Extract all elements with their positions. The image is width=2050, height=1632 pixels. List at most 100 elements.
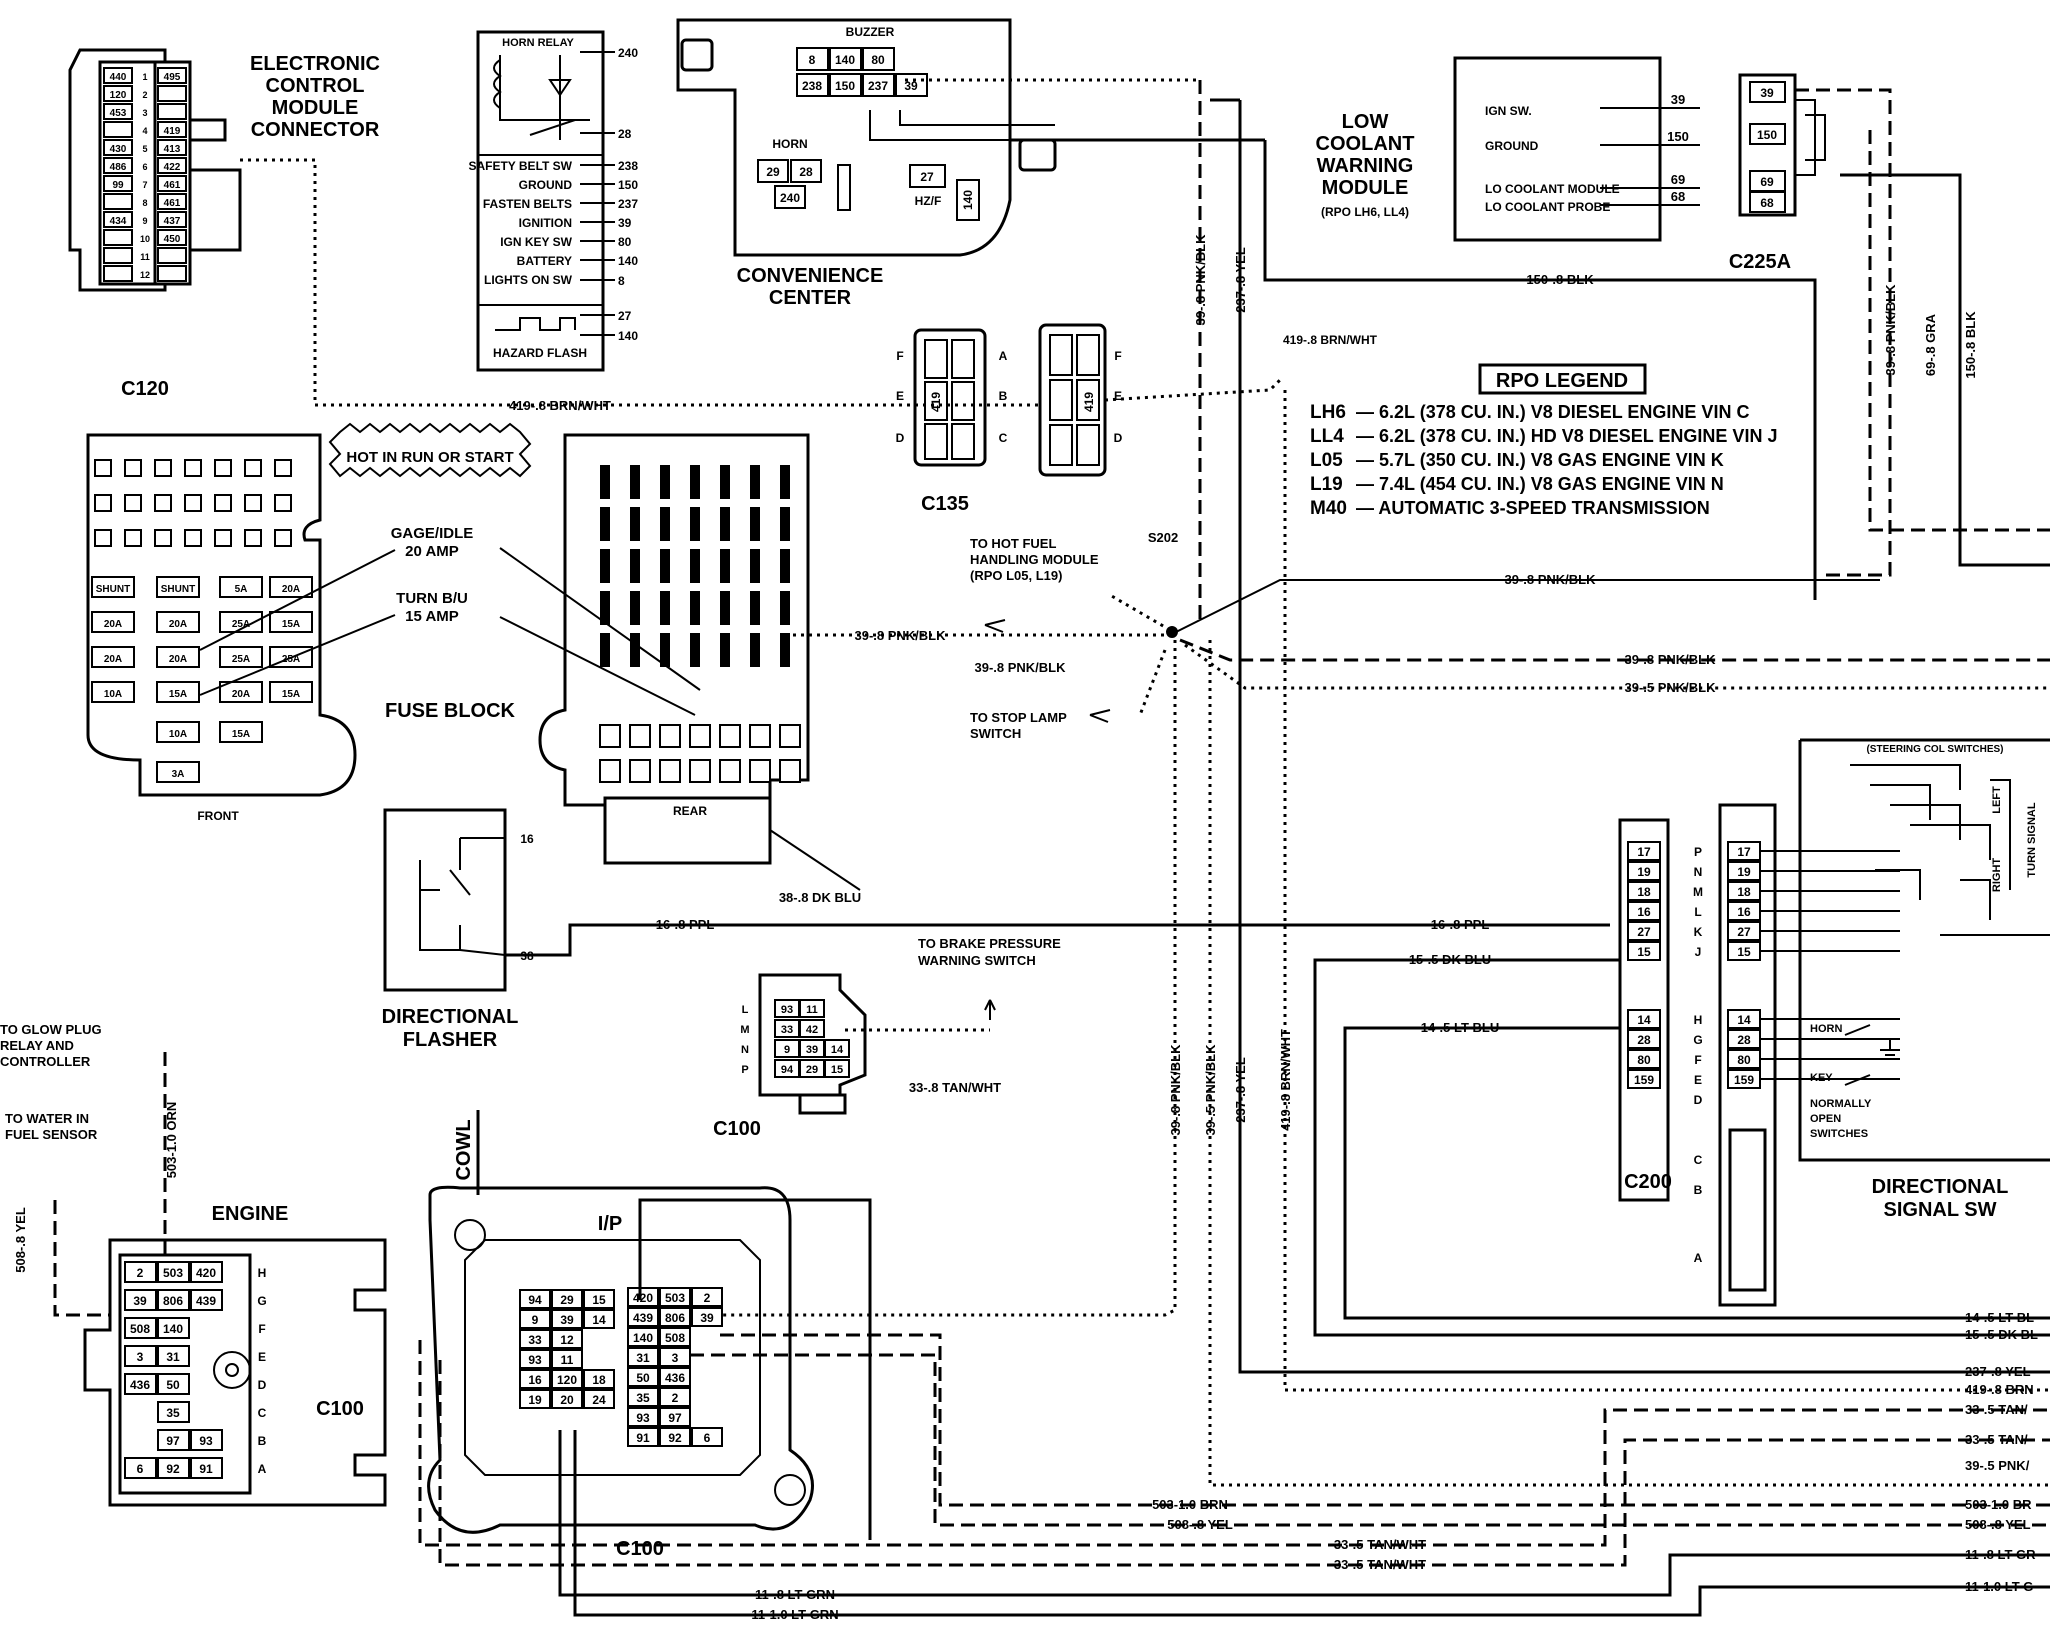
svg-text:39-.8 PNK/BLK: 39-.8 PNK/BLK bbox=[1624, 652, 1716, 667]
svg-text:419: 419 bbox=[929, 392, 943, 412]
fuse-terminal bbox=[600, 465, 610, 499]
svg-text:LO COOLANT PROBE: LO COOLANT PROBE bbox=[1485, 200, 1610, 214]
pin-cell bbox=[689, 759, 711, 783]
pin-label: 15A bbox=[169, 689, 187, 700]
pin-cell bbox=[689, 724, 711, 748]
pin-label: 35 bbox=[166, 1406, 180, 1420]
svg-text:MODULE: MODULE bbox=[272, 97, 359, 119]
svg-text:69-.8 GRA: 69-.8 GRA bbox=[1923, 313, 1938, 376]
pin-cell bbox=[796, 73, 829, 97]
pin-label: 80 bbox=[618, 235, 632, 249]
pin-cell bbox=[124, 459, 142, 477]
svg-text:11-.8 LT GRN: 11-.8 LT GRN bbox=[755, 1587, 835, 1602]
pin-label: 20A bbox=[104, 619, 122, 630]
pin-cell bbox=[519, 1329, 551, 1349]
svg-text:E: E bbox=[1114, 389, 1122, 403]
pin-label: 39 bbox=[560, 1313, 574, 1327]
pin-label: 420 bbox=[633, 1291, 653, 1305]
pin-label: 508 bbox=[665, 1331, 685, 1345]
pin-cell bbox=[895, 73, 928, 97]
fuse-terminal bbox=[660, 465, 670, 499]
pin-cell bbox=[103, 193, 133, 210]
svg-text:C225A: C225A bbox=[1729, 251, 1791, 273]
svg-text:237-.8 YEL: 237-.8 YEL bbox=[1965, 1364, 2031, 1379]
pin-label: 92 bbox=[668, 1431, 682, 1445]
svg-text:CONVENIENCE: CONVENIENCE bbox=[737, 265, 884, 287]
pin-cell bbox=[157, 1289, 190, 1311]
pin-label: 29 bbox=[806, 1064, 818, 1076]
pin-label: 94 bbox=[781, 1064, 794, 1076]
pin-label: M bbox=[1693, 885, 1703, 899]
pin-label: 99 bbox=[112, 180, 124, 191]
pin-label: 19 bbox=[528, 1393, 542, 1407]
pin-label: L bbox=[1694, 905, 1701, 919]
pin-label: 25A bbox=[282, 654, 300, 665]
svg-text:— 6.2L (378 CU. IN.) HD V8 DIE: — 6.2L (378 CU. IN.) HD V8 DIESEL ENGINE… bbox=[1356, 426, 1777, 446]
svg-text:150-.8 BLK: 150-.8 BLK bbox=[1963, 311, 1978, 379]
ecm-title: ELECTRONIC CONTROL MODULE CONNECTOR bbox=[250, 53, 380, 141]
svg-text:LL4: LL4 bbox=[1310, 426, 1344, 447]
pin-label: 80 bbox=[1637, 1053, 1651, 1067]
svg-text:LOW: LOW bbox=[1342, 111, 1389, 133]
pin-cell bbox=[274, 494, 292, 512]
svg-text:LO COOLANT MODULE: LO COOLANT MODULE bbox=[1485, 182, 1620, 196]
pin-label: L bbox=[742, 1004, 749, 1016]
pin-label: 29 bbox=[766, 165, 780, 179]
svg-text:TO WATER IN: TO WATER IN bbox=[5, 1111, 89, 1126]
pin-cell bbox=[627, 1387, 659, 1407]
pin-cell bbox=[659, 1367, 691, 1387]
pin-cell bbox=[799, 1019, 825, 1038]
svg-text:33-.5 TAN/WHT: 33-.5 TAN/WHT bbox=[1334, 1537, 1426, 1552]
pin-label: 238 bbox=[618, 159, 638, 173]
pin-label: 140 bbox=[633, 1331, 653, 1345]
pin-cell bbox=[796, 47, 829, 71]
pin-label: 28 bbox=[1737, 1033, 1751, 1047]
pin-label: 240 bbox=[780, 191, 800, 205]
pin-label: 3 bbox=[137, 1350, 144, 1364]
pin-cell bbox=[156, 576, 200, 598]
pin-label: 20A bbox=[169, 619, 187, 630]
pin-cell bbox=[103, 67, 133, 84]
pin-label: 39 bbox=[806, 1044, 818, 1056]
pin-label: M bbox=[740, 1024, 749, 1036]
pin-label: D bbox=[258, 1378, 267, 1392]
pin-cell bbox=[274, 529, 292, 547]
directional-signal-switch: (STEERING COL SWITCHES) LEFT RIGHT TURN … bbox=[1798, 738, 2050, 1221]
pin-label: 15A bbox=[282, 619, 300, 630]
pin-cell bbox=[691, 1287, 723, 1307]
pin-cell bbox=[583, 1289, 615, 1309]
pin-cell bbox=[659, 1407, 691, 1427]
pin-cell bbox=[91, 576, 135, 598]
pin-label: G bbox=[1693, 1033, 1702, 1047]
svg-text:RPO LEGEND: RPO LEGEND bbox=[1496, 370, 1628, 392]
horn-relay: HORN RELAY SAFETY BELT SW GROUND FASTEN … bbox=[468, 30, 638, 372]
pin-label: 27 bbox=[920, 170, 934, 184]
svg-text:BATTERY: BATTERY bbox=[517, 254, 572, 268]
pin-cell bbox=[551, 1289, 583, 1309]
pin-label: 2 bbox=[704, 1291, 711, 1305]
pin-label: J bbox=[1695, 945, 1702, 959]
svg-text:SWITCH: SWITCH bbox=[970, 726, 1021, 741]
svg-text:TO HOT FUEL: TO HOT FUEL bbox=[970, 536, 1056, 551]
pin-label: 33 bbox=[781, 1024, 793, 1036]
svg-text:SAFETY BELT SW: SAFETY BELT SW bbox=[468, 159, 572, 173]
svg-text:HORN: HORN bbox=[1810, 1023, 1842, 1035]
pin-label: 27 bbox=[618, 309, 632, 323]
svg-text:237-.8 YEL: 237-.8 YEL bbox=[1233, 1057, 1248, 1123]
pin-cell bbox=[629, 724, 651, 748]
pin-cell bbox=[659, 1287, 691, 1307]
svg-text:L05: L05 bbox=[1310, 450, 1343, 471]
fuse-terminal bbox=[780, 591, 790, 625]
c120-label: C120 bbox=[121, 378, 169, 400]
pin-label: 6 bbox=[137, 1462, 144, 1476]
svg-text:C100: C100 bbox=[616, 1538, 664, 1560]
pin-label: 237 bbox=[618, 197, 638, 211]
svg-text:16-.8 PPL: 16-.8 PPL bbox=[656, 917, 715, 932]
pin-cell bbox=[157, 1261, 190, 1283]
svg-text:TURN SIGNAL: TURN SIGNAL bbox=[2026, 802, 2038, 877]
pin-cell bbox=[124, 529, 142, 547]
svg-text:39-.5 PNK/BLK: 39-.5 PNK/BLK bbox=[1624, 680, 1716, 695]
pin-cell bbox=[691, 1427, 723, 1447]
fuse-block-rear: REAR bbox=[538, 433, 810, 865]
